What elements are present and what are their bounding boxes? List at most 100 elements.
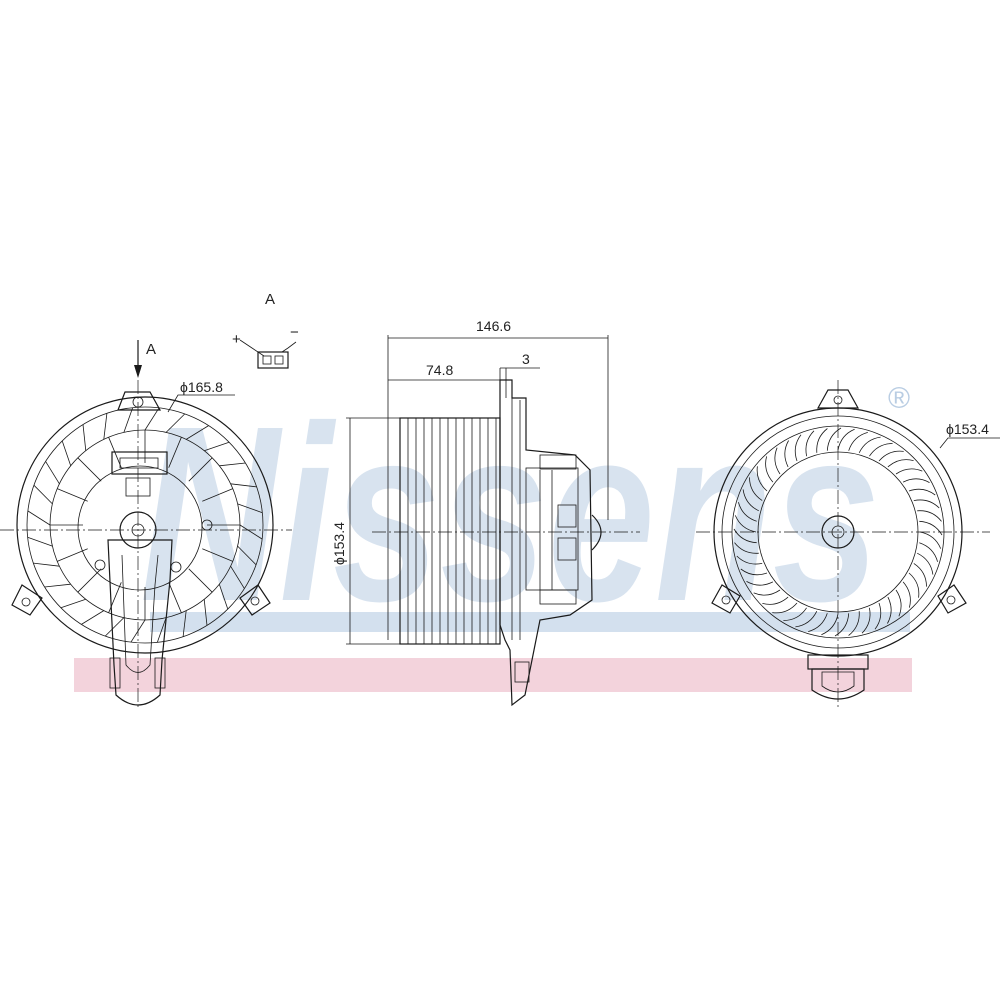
rear-blade xyxy=(734,542,759,554)
front-cooling-tube-inner xyxy=(121,554,159,673)
front-housing-rib xyxy=(218,584,229,610)
front-spoke xyxy=(57,488,88,502)
rear-blade xyxy=(874,602,882,630)
front-view-arrow-label: A xyxy=(146,341,156,358)
connector-body xyxy=(257,351,289,369)
front-left-mount xyxy=(11,584,43,616)
rear-view: ϕ153.4 xyxy=(696,380,1000,710)
rear-tube-end xyxy=(811,668,865,700)
front-housing-rib xyxy=(185,425,209,440)
side-terminal-1 xyxy=(557,504,577,528)
front-housing-outer xyxy=(16,396,274,654)
dim-dia-label: ϕ153.4 xyxy=(331,522,347,565)
rear-blade xyxy=(762,596,789,605)
front-connector-latch xyxy=(125,477,151,497)
front-housing-rib xyxy=(219,462,246,467)
side-motor-bracket-bottom xyxy=(539,589,577,605)
front-spoke xyxy=(188,568,213,593)
front-housing-rib xyxy=(237,545,257,566)
front-housing-rib xyxy=(82,424,87,451)
rear-left-mount-hole xyxy=(721,595,731,605)
front-housing-rib xyxy=(182,610,187,637)
front-housing-rib xyxy=(144,407,160,431)
front-housing-rib xyxy=(45,461,60,485)
front-diameter-leader xyxy=(167,394,235,413)
rear-blade xyxy=(917,552,934,575)
rear-blade xyxy=(908,572,920,598)
rear-housing-inner xyxy=(721,415,955,649)
rear-wheel-blades xyxy=(733,427,943,637)
front-housing-rib xyxy=(33,562,60,567)
rear-blade xyxy=(858,436,881,453)
front-housing-rib xyxy=(165,413,186,433)
front-spoke xyxy=(77,457,102,482)
rear-blade xyxy=(738,502,757,522)
front-tube-clip-left xyxy=(109,657,121,689)
side-view: 146.6 74.8 3 ϕ153.4 xyxy=(331,318,640,707)
front-spoke xyxy=(202,488,233,502)
front-housing-rib xyxy=(156,617,167,643)
front-housing-rib xyxy=(60,598,86,609)
front-right-mount xyxy=(239,584,271,616)
rear-blade xyxy=(821,613,839,636)
watermark: Nissens ® xyxy=(74,374,912,692)
connector-minus-label: − xyxy=(290,324,299,341)
side-mount-plate xyxy=(499,379,593,707)
connector-pin-left xyxy=(262,355,272,365)
connector-plus-label: + xyxy=(232,331,241,348)
rear-wheel-inner xyxy=(757,451,919,613)
front-housing-rib xyxy=(44,583,71,588)
rear-blade xyxy=(913,563,927,587)
front-cooling-tube xyxy=(107,539,173,706)
front-right-mount-hole xyxy=(250,596,260,606)
connector-pin-right xyxy=(274,355,284,365)
rear-top-mount-hole xyxy=(833,395,843,405)
front-top-mount xyxy=(117,391,162,411)
watermark-pink-band xyxy=(74,658,912,692)
front-tube-clip-right xyxy=(154,657,166,689)
rear-blade xyxy=(826,427,842,451)
front-housing-rib xyxy=(130,619,146,643)
front-housing-rib xyxy=(61,440,72,466)
dim-wheel-label: 74.8 xyxy=(426,362,453,378)
front-screw-3 xyxy=(201,519,213,531)
side-terminal-2 xyxy=(557,537,577,561)
rear-blade xyxy=(895,468,923,475)
front-view-arrow-head xyxy=(134,365,142,378)
front-top-mount-hole xyxy=(132,396,144,408)
rear-blade xyxy=(887,596,892,624)
rear-blade xyxy=(734,515,757,533)
rear-hub-shaft xyxy=(831,525,845,539)
rear-blade xyxy=(887,459,914,468)
watermark-logo-text: Nissens xyxy=(140,374,880,653)
front-spoke xyxy=(168,582,182,613)
rear-blade xyxy=(765,456,774,483)
front-housing-rib xyxy=(81,610,105,625)
rear-diameter-label: ϕ153.4 xyxy=(946,421,989,437)
front-housing-rib xyxy=(27,510,51,526)
side-wheel-blades xyxy=(407,418,497,644)
rear-blade xyxy=(908,488,936,496)
rear-blade xyxy=(756,466,768,492)
rear-blade xyxy=(869,443,893,457)
front-housing-rib xyxy=(103,413,108,440)
rear-diameter-leader xyxy=(939,437,1000,449)
front-connector-inner xyxy=(119,457,159,469)
connector-view-label: A xyxy=(265,291,275,308)
rear-blade xyxy=(913,499,940,509)
front-housing-inner xyxy=(26,406,264,644)
watermark-registered-mark: ® xyxy=(888,382,910,415)
front-view: A ϕ165.8 xyxy=(0,340,292,710)
front-housing-rib xyxy=(27,536,53,547)
front-housing-rib xyxy=(33,484,53,505)
front-housing-rib xyxy=(104,617,125,637)
front-housing-rib xyxy=(237,503,263,514)
rear-hub xyxy=(821,515,855,549)
connector-detail: A + − xyxy=(232,291,299,369)
front-housing-rib xyxy=(203,599,208,626)
rear-blade xyxy=(895,589,902,617)
front-connector-block xyxy=(111,451,168,475)
rear-right-mount-hole xyxy=(946,595,956,605)
rear-blade xyxy=(837,428,855,451)
